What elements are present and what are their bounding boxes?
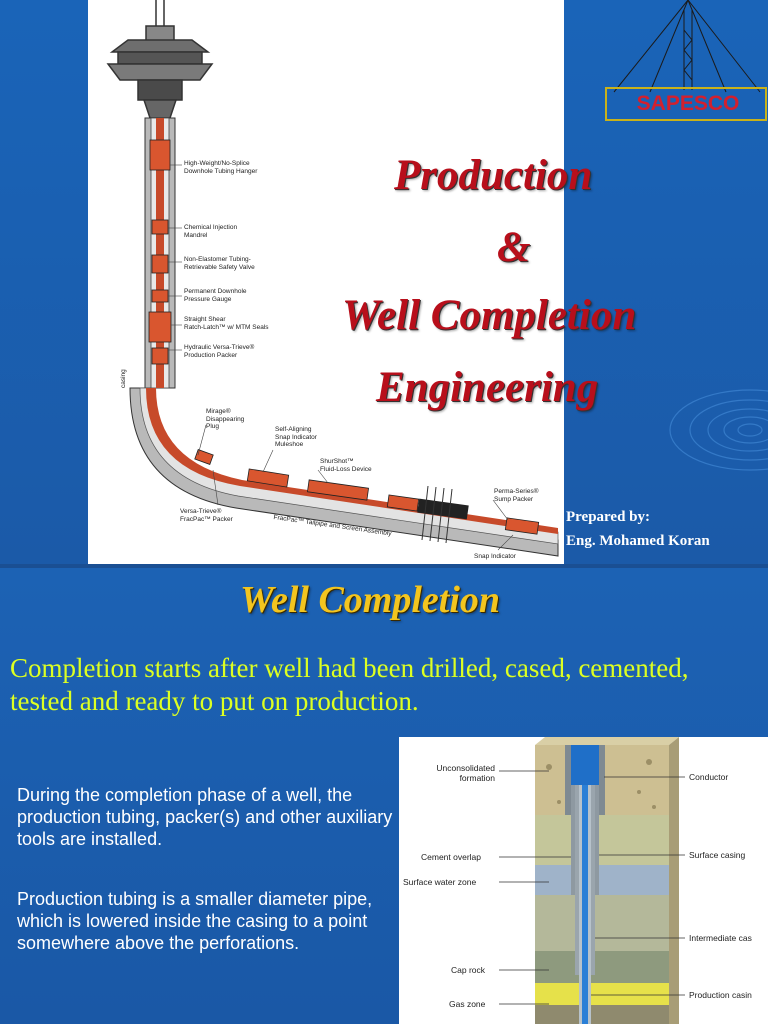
label-intermediate-casing: Intermediate cas bbox=[689, 933, 752, 943]
sapesco-logo-text: SAPESCO bbox=[636, 92, 740, 115]
callout-mirage-plug: Mirage® Disappearing Plug bbox=[206, 408, 245, 430]
callout-sump-packer: Perma-Series® Sump Packer bbox=[494, 488, 539, 503]
label-surface-casing: Surface casing bbox=[689, 850, 746, 860]
callout-pressure-gauge: Permanent Downhole Pressure Gauge bbox=[184, 288, 247, 303]
callout-safety-valve: Non-Elastomer Tubing- Retrievable Safety… bbox=[184, 256, 255, 271]
label-cement-overlap: Cement overlap bbox=[421, 852, 482, 862]
callout-production-packer: Hydraulic Versa-Trieve® Production Packe… bbox=[184, 344, 255, 359]
title-engineering: Engineering bbox=[376, 364, 599, 411]
callout-snap-indicator: Snap Indicator bbox=[474, 553, 516, 560]
title-slide: High-Weight/No-Splice Downhole Tubing Ha… bbox=[0, 0, 768, 568]
callout-casing-vertical: casing bbox=[120, 369, 127, 388]
author-name: Eng. Mohamed Koran bbox=[566, 533, 710, 549]
label-cap-rock: Cap rock bbox=[451, 965, 486, 975]
slide-title: Well Completion bbox=[240, 579, 501, 621]
slide-divider bbox=[0, 564, 768, 568]
title-well-completion: Well Completion bbox=[342, 292, 637, 339]
callout-fracpac-packer: Versa-Trieve® FracPac™ Packer bbox=[180, 508, 233, 523]
prepared-by-label: Prepared by: bbox=[566, 509, 651, 525]
label-production-casing: Production casin bbox=[689, 990, 752, 1000]
lead-sentence: Completion starts after well had been dr… bbox=[10, 653, 689, 716]
sapesco-logo bbox=[605, 0, 767, 121]
callout-ratch-latch: Straight Shear Ratch-Latch™ w/ MTM Seals bbox=[184, 316, 269, 331]
paragraph-completion-phase: During the completion phase of a well, t… bbox=[17, 785, 393, 849]
paragraph-production-tubing: Production tubing is a smaller diameter … bbox=[17, 889, 373, 953]
label-conductor: Conductor bbox=[689, 772, 729, 782]
title-ampersand: & bbox=[497, 224, 531, 271]
callout-chemical-injection: Chemical Injection Mandrel bbox=[184, 224, 238, 239]
label-surface-water-zone: Surface water zone bbox=[403, 877, 477, 887]
ripple-decoration bbox=[669, 389, 768, 471]
completion-schematic bbox=[106, 0, 559, 557]
completion-diagram-panel: High-Weight/No-Splice Downhole Tubing Ha… bbox=[88, 0, 564, 564]
label-unconsolidated-formation: Unconsolidated formation bbox=[436, 763, 495, 783]
label-gas-zone: Gas zone bbox=[449, 999, 486, 1009]
casing-diagram: Unconsolidated formation Cement overlap … bbox=[399, 737, 768, 1024]
title-production: Production bbox=[394, 152, 593, 199]
casing-schematic bbox=[499, 737, 685, 1024]
callout-tubing-hanger: High-Weight/No-Splice Downhole Tubing Ha… bbox=[184, 160, 258, 175]
callout-muleshoe: Self-Aligning Snap Indicator Muleshoe bbox=[275, 426, 317, 448]
callout-fluid-loss: ShurShot™ Fluid-Loss Device bbox=[320, 458, 372, 473]
